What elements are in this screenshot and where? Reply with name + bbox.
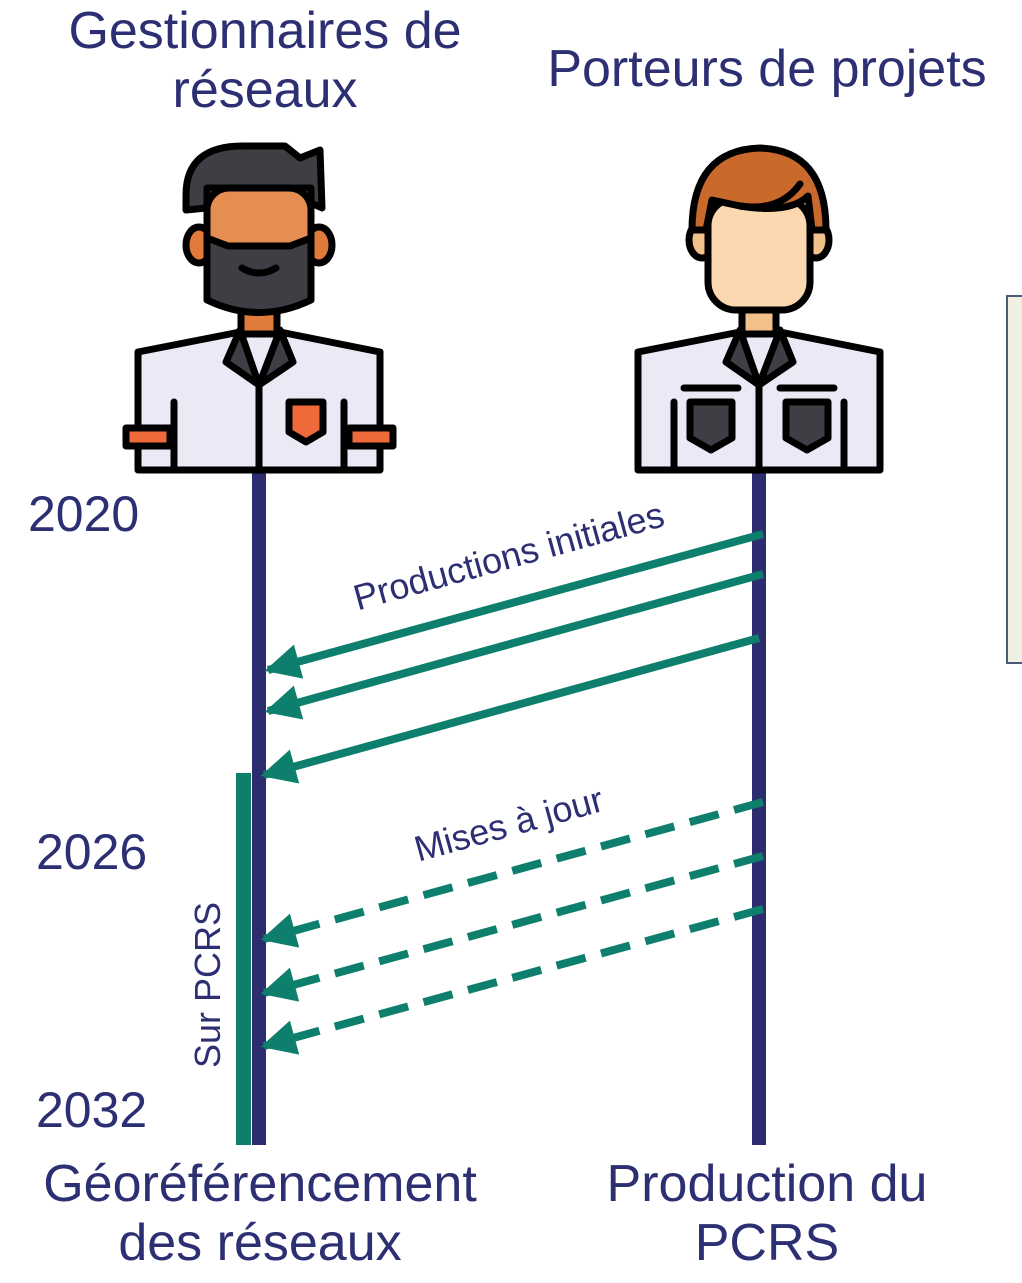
activation-bar: [236, 773, 251, 1145]
year-start: 2020: [28, 486, 140, 542]
update-arrows: [260, 798, 765, 1055]
initial-arrows-label: Productions initiales: [349, 494, 669, 619]
activation-bar-label: Sur PCRS: [187, 902, 228, 1068]
year-end: 2032: [36, 1082, 148, 1138]
initial-arrows: [260, 530, 765, 784]
young-man-uniform-icon: [634, 144, 884, 474]
initial-arrow: [260, 634, 761, 784]
update-arrow: [260, 905, 765, 1055]
bearded-man-uniform-icon: [122, 142, 397, 474]
update-arrow: [260, 852, 765, 1002]
footer-pcrs-production: Production du PCRS: [606, 1155, 928, 1272]
initial-arrow: [264, 570, 765, 720]
header-project-owners: Porteurs de projets: [547, 40, 987, 98]
year-middle: 2026: [36, 824, 148, 880]
update-arrow: [260, 798, 765, 948]
initial-arrow: [264, 530, 765, 679]
footer-georeferencing: Géoréférencement des réseaux: [43, 1155, 477, 1272]
side-panel: [1006, 295, 1022, 664]
header-network-managers: Gestionnaires de réseaux: [68, 2, 462, 119]
